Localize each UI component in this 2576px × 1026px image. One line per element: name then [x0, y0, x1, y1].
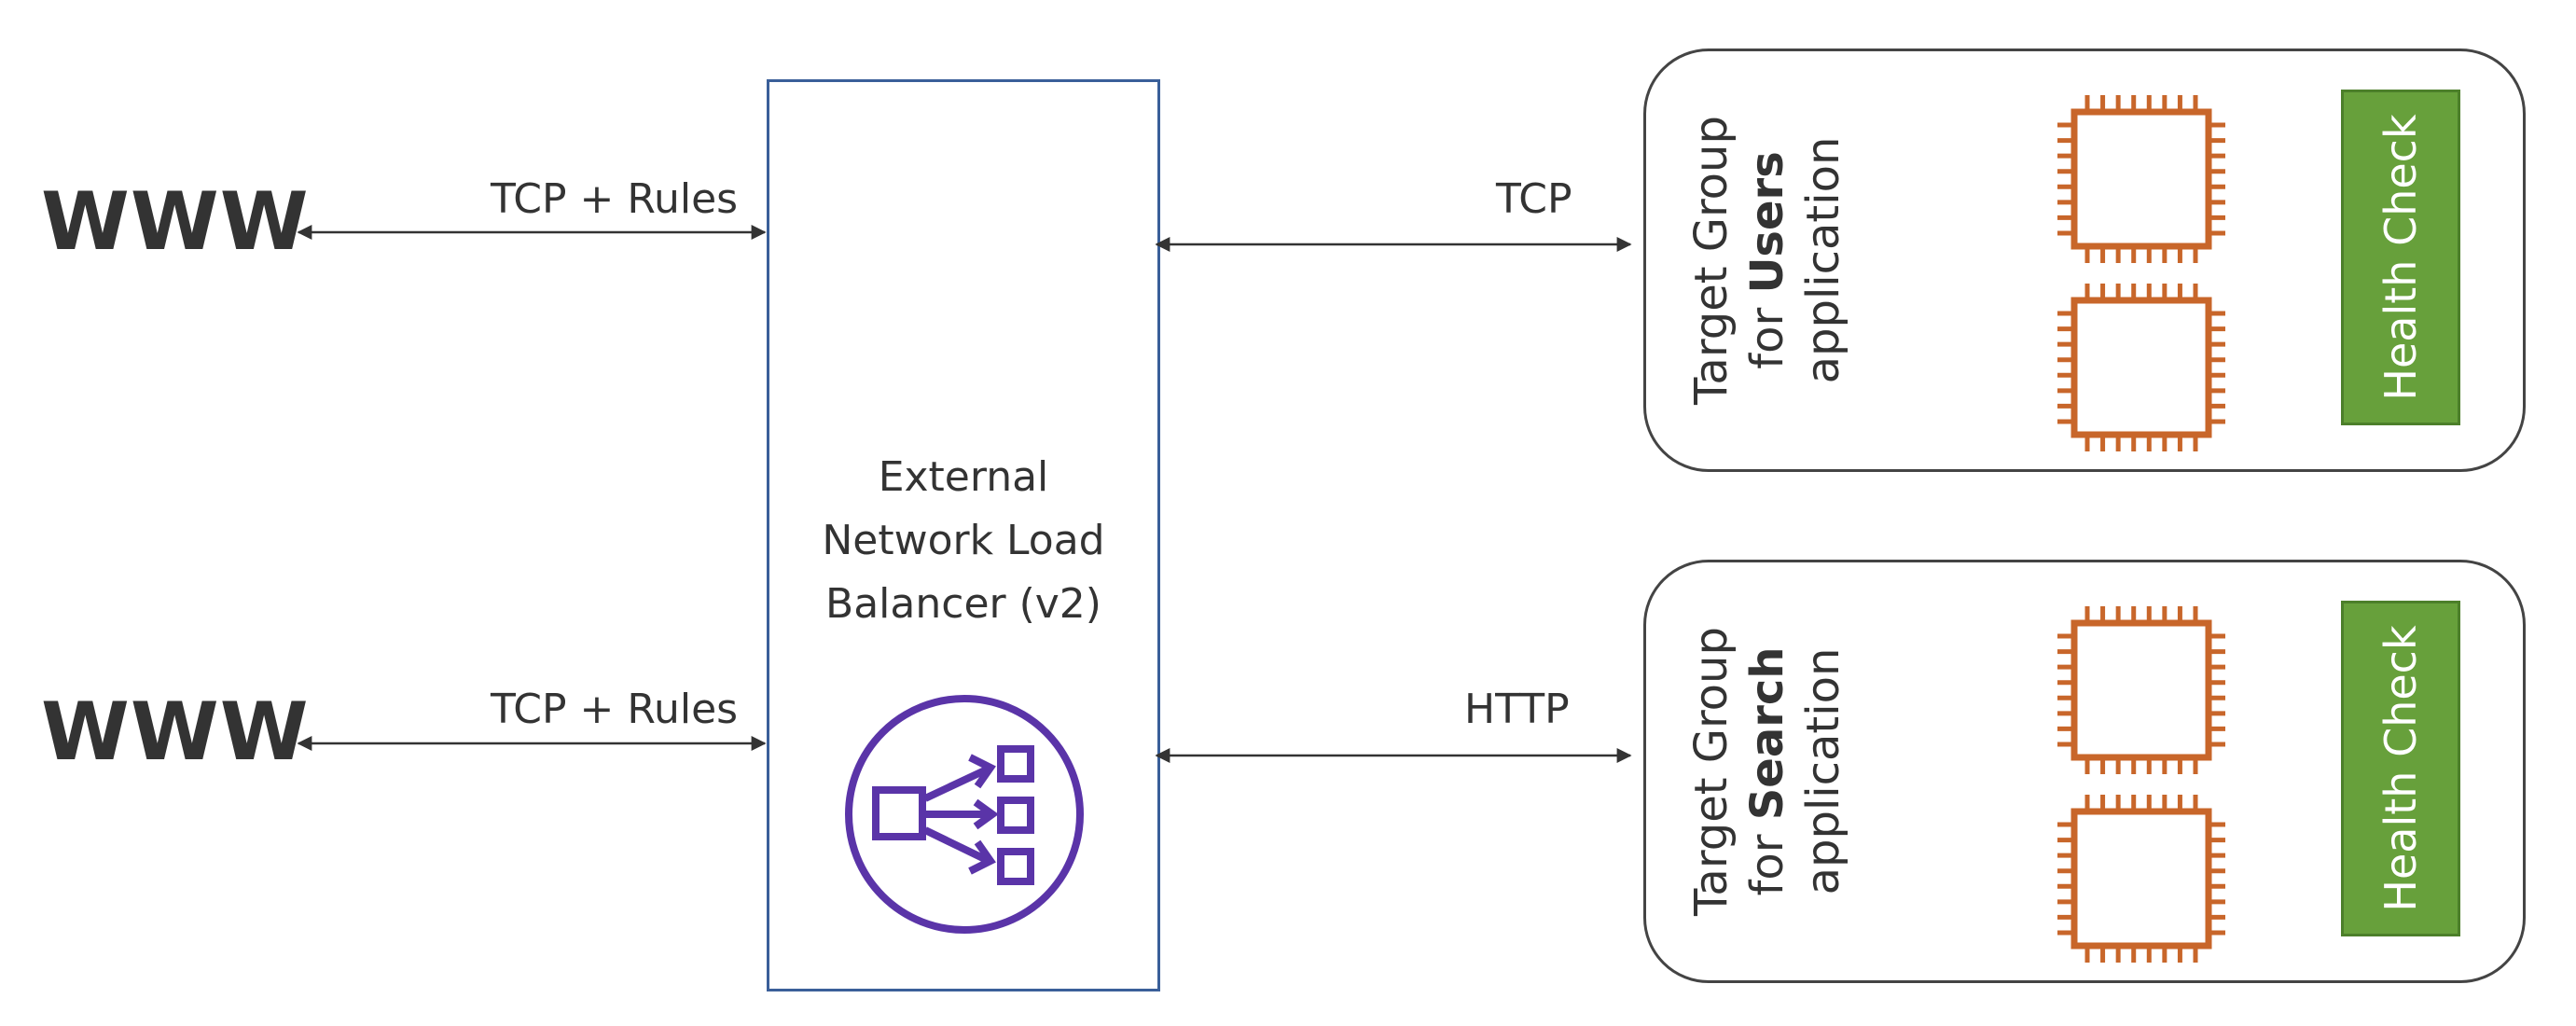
www-client-top: WWW [41, 175, 310, 269]
tg-search-instance-1-ec2-icon [2057, 606, 2225, 774]
network-load-balancer-icon [845, 695, 1084, 934]
load-balancer-title: External Network Load Balancer (v2) [767, 446, 1160, 636]
lb-title-line-2: Network Load [822, 517, 1105, 564]
link-label-www-bottom: TCP + Rules [491, 686, 739, 733]
tg-users-instance-2-ec2-icon [2057, 284, 2225, 451]
ec2-instances [2057, 95, 2225, 963]
load-balancer-box [767, 79, 1160, 991]
tg-search-instance-2-ec2-icon [2057, 795, 2225, 963]
lb-title-line-3: Balancer (v2) [825, 580, 1101, 628]
health-check-users [2341, 90, 2460, 425]
link-label-tcp: TCP [1496, 175, 1572, 223]
lb-title-line-1: External [878, 453, 1049, 501]
link-label-http: HTTP [1464, 686, 1570, 733]
www-client-bottom: WWW [41, 686, 310, 779]
tg-users-instance-1-ec2-icon [2057, 95, 2225, 263]
link-label-www-top: TCP + Rules [491, 175, 739, 223]
health-check-search [2341, 601, 2460, 936]
